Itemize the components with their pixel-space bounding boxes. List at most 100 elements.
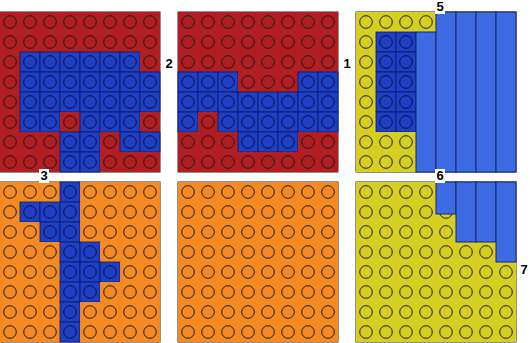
stud-cell	[258, 242, 278, 262]
stud-cell	[396, 72, 416, 92]
stud	[400, 186, 413, 199]
brick-cell	[218, 182, 238, 202]
stud	[242, 36, 255, 49]
brick-cell	[298, 152, 318, 172]
brick-cell	[258, 32, 278, 52]
brick-cell	[120, 72, 140, 92]
brick-cell	[40, 182, 60, 202]
stud-cell	[436, 262, 456, 282]
brick-cell	[238, 52, 258, 72]
stud-cell	[80, 52, 100, 72]
stud	[64, 286, 77, 299]
stud	[24, 116, 37, 129]
stud-cell	[258, 92, 278, 112]
stud-cell	[140, 132, 160, 152]
brick-cell	[376, 72, 396, 92]
stud	[202, 16, 215, 29]
stud-cell	[318, 32, 338, 52]
brick-cell	[60, 92, 80, 112]
stud-cell	[278, 12, 298, 32]
brick-cell	[100, 32, 120, 52]
stud-cell	[436, 242, 456, 262]
brick-cell	[238, 242, 258, 262]
stud	[24, 266, 37, 279]
stud-cell	[376, 52, 396, 72]
stud-cell	[376, 262, 396, 282]
stud-cell	[120, 52, 140, 72]
brick-cell	[238, 182, 258, 202]
callout-number: 6	[435, 169, 444, 183]
brick-cell	[396, 322, 416, 342]
stud	[64, 246, 77, 259]
brick-cell	[140, 152, 160, 172]
stud	[302, 36, 315, 49]
stud-cell	[356, 92, 376, 112]
stud	[44, 306, 57, 319]
stud	[322, 36, 335, 49]
stud-cell	[140, 322, 160, 342]
stud-cell	[238, 182, 258, 202]
brick-cell	[178, 72, 198, 92]
stud-cell	[40, 202, 60, 222]
stud	[282, 136, 295, 149]
stud	[84, 266, 97, 279]
brick-cell	[318, 262, 338, 282]
brick-cell	[120, 242, 140, 262]
stud-cell	[120, 32, 140, 52]
plate-ground	[356, 12, 516, 172]
stud	[24, 16, 37, 29]
stud-cell	[258, 262, 278, 282]
stud	[262, 246, 275, 259]
brick-cell	[80, 132, 100, 152]
stud-cell	[120, 262, 140, 282]
brick-cell	[278, 302, 298, 322]
brick-cell	[416, 322, 436, 342]
stud	[64, 266, 77, 279]
brick-cell	[278, 202, 298, 222]
stud-cell	[40, 302, 60, 322]
brick-cell	[20, 152, 40, 172]
stud-cell	[298, 302, 318, 322]
brick-cell	[178, 92, 198, 112]
stud-cell	[416, 282, 436, 302]
stud	[182, 76, 195, 89]
stud	[262, 56, 275, 69]
stud	[104, 16, 117, 29]
brick-cell	[376, 262, 396, 282]
stud-cell	[356, 282, 376, 302]
brick-cell	[278, 152, 298, 172]
stud-cell	[120, 152, 140, 172]
stud	[500, 266, 513, 279]
stud	[400, 116, 413, 129]
stud-cell	[258, 72, 278, 92]
stud-cell	[258, 112, 278, 132]
stud-cell	[416, 222, 436, 242]
stud-cell	[376, 282, 396, 302]
stud-cell	[318, 262, 338, 282]
baseplate	[356, 182, 516, 342]
brick-cell	[218, 52, 238, 72]
stud	[262, 36, 275, 49]
brick-cell	[60, 302, 80, 322]
brick-cell	[60, 132, 80, 152]
smooth-tile	[456, 182, 476, 242]
stud-cell	[496, 302, 516, 322]
stud-cell	[40, 182, 60, 202]
stud-cell	[100, 202, 120, 222]
stud-cell	[60, 32, 80, 52]
stud-cell	[278, 92, 298, 112]
stud	[104, 326, 117, 339]
stud-cell	[376, 132, 396, 152]
stud	[460, 286, 473, 299]
brick-cell	[0, 52, 20, 72]
stud-cell	[456, 262, 476, 282]
stud-cell	[0, 92, 20, 112]
brick-cell	[298, 132, 318, 152]
brick-cell	[376, 202, 396, 222]
brick-cell	[218, 12, 238, 32]
brick-cell	[218, 222, 238, 242]
brick-cell	[120, 52, 140, 72]
brick-cell	[60, 242, 80, 262]
stud	[242, 246, 255, 259]
stud-cell	[140, 152, 160, 172]
